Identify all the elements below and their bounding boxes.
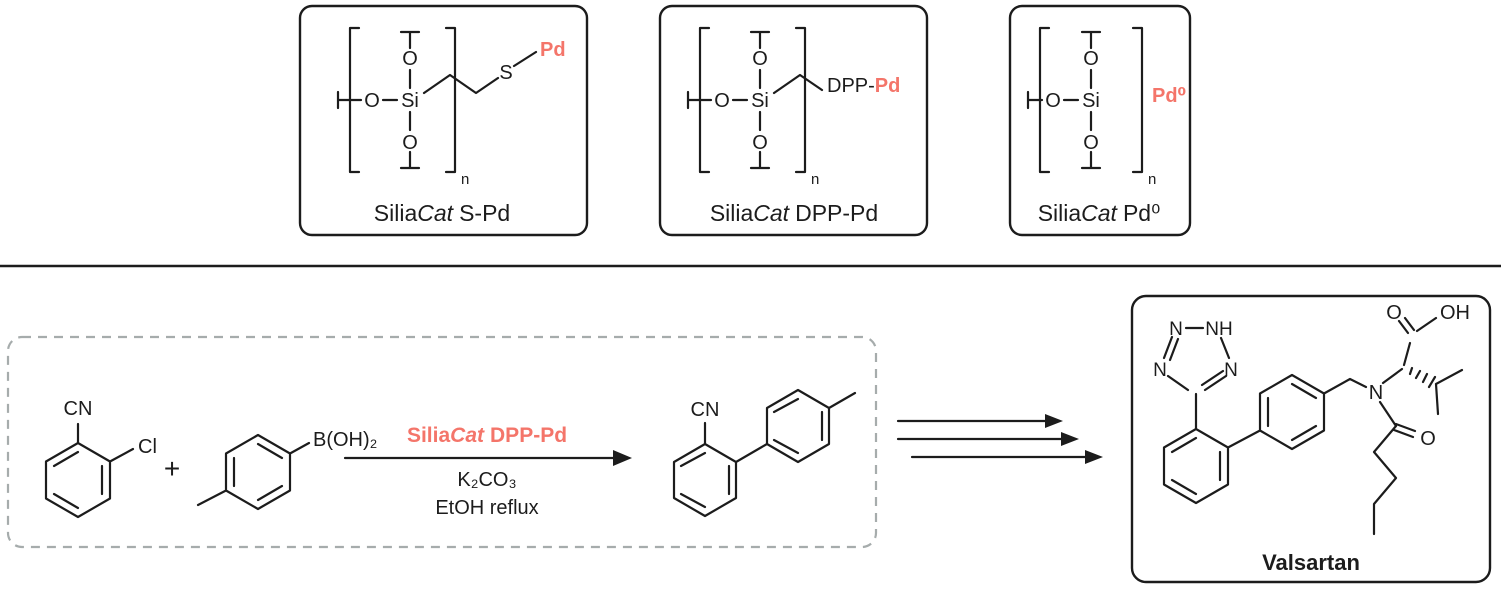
acid-hydroxyl-label: OH [1440, 302, 1470, 324]
silica-framework-bonds [686, 26, 824, 174]
boronic-group-label: B(OH)₂ [313, 429, 377, 451]
product-bonds [672, 388, 857, 518]
tetrazole-n1-label: N [1169, 319, 1183, 340]
substrate-bonds [44, 422, 135, 519]
arrow-head-2 [1061, 432, 1079, 446]
bracket-subscript-n: n [811, 171, 819, 188]
arrow-head-1 [1045, 414, 1063, 428]
o-left-label: O [1045, 90, 1061, 112]
condition-base: K₂CO₃ [457, 469, 516, 491]
tetrazole-nh-label: NH [1205, 319, 1232, 340]
nitrile-label: CN [691, 399, 720, 421]
amide-nitrogen-label: N [1369, 382, 1383, 404]
multi-step-arrows [896, 414, 1103, 464]
o-bottom-label: O [752, 132, 768, 154]
si-label: Si [751, 90, 769, 112]
substrate-2-chlorobenzonitrile: CN Cl [44, 398, 157, 519]
silica-framework-bonds [336, 26, 538, 174]
pd0-label: Pd⁰ [1152, 85, 1186, 107]
card-border [298, 4, 589, 237]
bracket-subscript-n: n [461, 171, 469, 188]
arrow-head-3 [1085, 450, 1103, 464]
bracket-subscript-n: n [1148, 171, 1156, 188]
valsartan-bonds [1162, 316, 1464, 536]
card-border [1008, 4, 1192, 237]
silica-framework-bonds [1026, 26, 1144, 174]
o-bottom-label: O [1083, 132, 1099, 154]
o-left-label: O [364, 90, 380, 112]
o-top-label: O [752, 48, 768, 70]
card-border [658, 4, 929, 237]
si-label: Si [401, 90, 419, 112]
reaction-dashed-box [6, 335, 878, 549]
valsartan-title: Valsartan [1262, 550, 1360, 575]
product-biphenyl-nitrile: CN [672, 388, 857, 518]
tetrazole-n3-label: N [1153, 360, 1167, 381]
acid-oxygen-label: O [1386, 302, 1402, 324]
plus-sign: + [164, 453, 180, 484]
carbonyl-oxygen-label: O [1420, 428, 1436, 450]
si-label: Si [1082, 90, 1100, 112]
valsartan-card: N NH N N N O O OH Valsartan [1130, 294, 1492, 584]
chloride-label: Cl [138, 436, 157, 458]
reagent-p-tolylboronic-acid: B(OH)₂ [196, 429, 377, 511]
dpp-pd-label: DPP-Pd [827, 75, 900, 97]
o-bottom-label: O [402, 132, 418, 154]
condition-solvent: EtOH reflux [435, 497, 538, 519]
tetrazole-n4-label: N [1224, 360, 1238, 381]
arrow-head [613, 450, 632, 466]
pd-label: Pd [540, 39, 566, 61]
o-left-label: O [714, 90, 730, 112]
o-top-label: O [1083, 48, 1099, 70]
nitrile-label: CN [64, 398, 93, 420]
sulfur-label: S [499, 62, 512, 84]
boronic-acid-bonds [196, 433, 311, 511]
o-top-label: O [402, 48, 418, 70]
